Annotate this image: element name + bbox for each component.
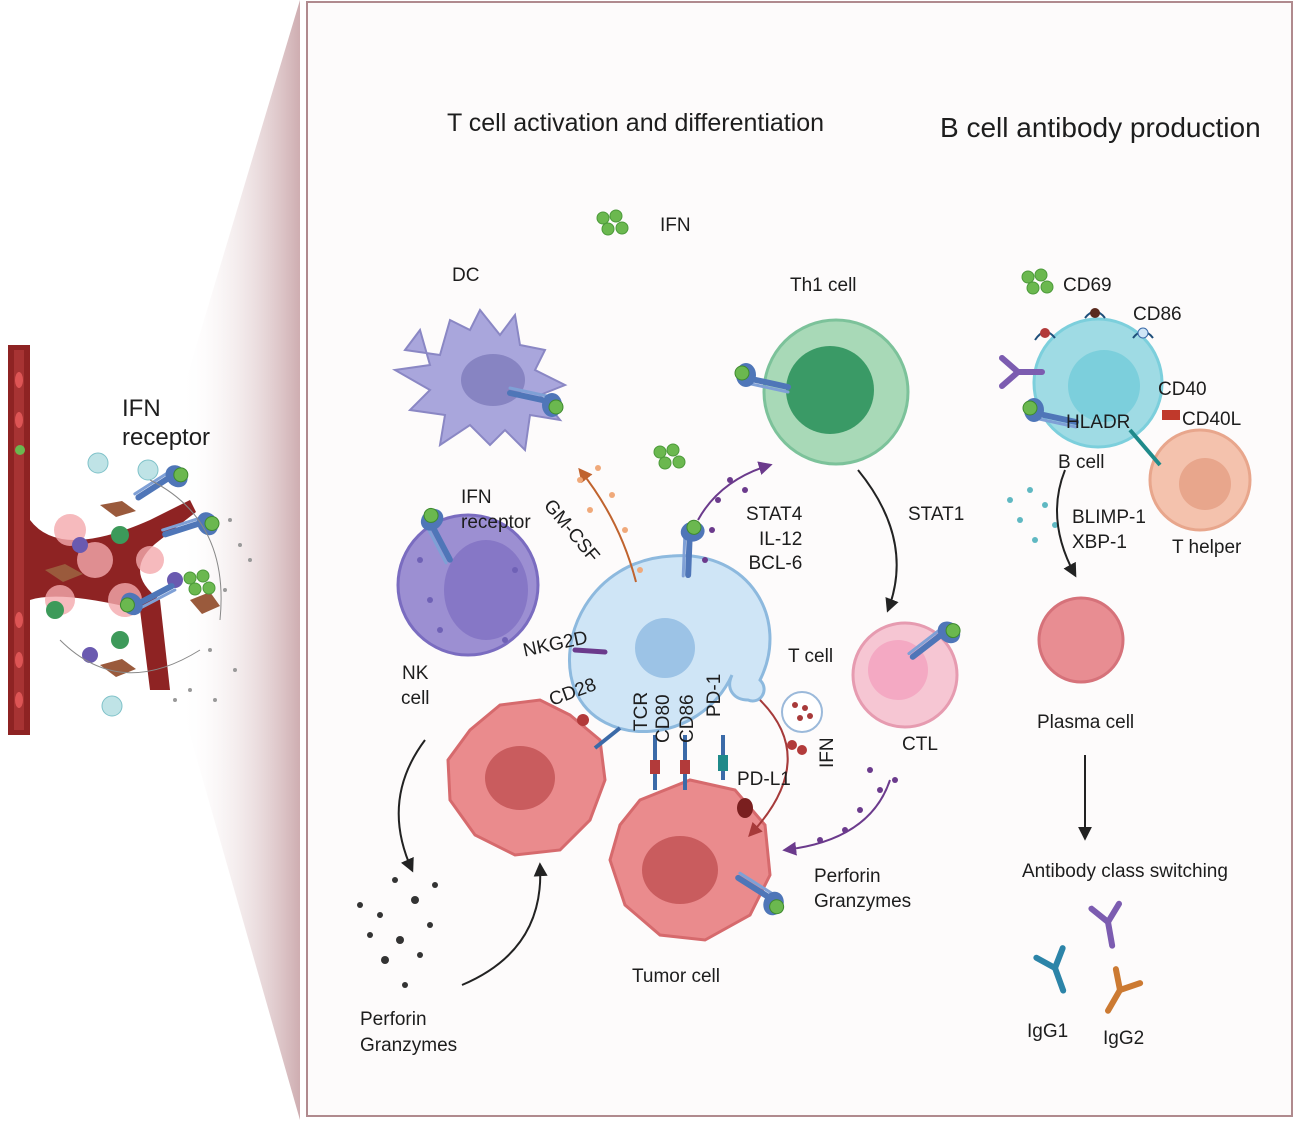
pd-l1-label: PD-L1	[737, 769, 791, 790]
bcell-dots	[1007, 487, 1058, 543]
t-helper-label: T helper	[1172, 537, 1242, 558]
b-cell-section-title: B cell antibody production	[940, 112, 1261, 143]
nk-cell	[396, 504, 540, 657]
tumor-cell-label: Tumor cell	[632, 966, 720, 987]
ifn-receptor-label: IFN receptor	[461, 487, 531, 533]
perforin-dots-left	[357, 877, 438, 988]
cd86-bcell-label: CD86	[1133, 304, 1182, 325]
perforin-right-label: Perforin Granzymes	[814, 866, 912, 912]
blood-vessel	[8, 345, 196, 735]
perforin-return-arrow	[461, 862, 548, 986]
t-cell	[568, 519, 772, 733]
perforin-left-label: Perforin Granzymes	[360, 1009, 458, 1056]
class-switch-label: Antibody class switching	[1022, 861, 1228, 882]
gmcsf-dots	[577, 465, 643, 573]
stat4-arrow	[697, 461, 773, 521]
blimp-xbp-label: BLIMP-1 XBP-1	[1072, 507, 1146, 553]
ctl-cell	[851, 613, 965, 729]
th1-label: Th1 cell	[790, 275, 857, 296]
synapse-receptors	[577, 714, 753, 818]
zoom-fan	[180, 0, 300, 1120]
stat4-il12-bcl6-label: STAT4 IL-12 BCL-6	[746, 504, 803, 575]
stat1-arrow	[857, 469, 899, 613]
tumor-cell-bottom	[608, 778, 790, 942]
t-cell-section-title: T cell activation and differentiation	[447, 109, 825, 137]
tcr-label: TCR	[631, 691, 652, 731]
plasma-cell-label: Plasma cell	[1037, 712, 1135, 733]
nk-cell-label: NK cell	[401, 663, 430, 709]
b-cell-label: B cell	[1058, 452, 1105, 473]
tissue-cells	[45, 452, 223, 717]
pd-l1-marker	[737, 798, 753, 818]
th1-cell	[735, 318, 910, 466]
plasma-cell	[1037, 596, 1125, 684]
pd1-label: PD-1	[704, 673, 725, 717]
stat1-label: STAT1	[908, 504, 965, 525]
perforin-dots-right	[817, 767, 898, 843]
t-helper-cell	[1128, 410, 1252, 532]
t-cell-label: T cell	[788, 646, 834, 667]
ifn-vertical-label: IFN	[817, 737, 838, 768]
gmcsf-arrow	[578, 467, 637, 583]
cd80-label: CD80	[653, 694, 674, 743]
b-cell	[1002, 308, 1164, 449]
ifn-top-label: IFN	[660, 215, 691, 236]
ifn-arrow-tumor	[748, 699, 789, 838]
bcell-to-plasma-arrow	[1056, 469, 1077, 578]
igg1-label: IgG1	[1027, 1021, 1069, 1042]
dendritic-cell	[391, 308, 568, 453]
cd40l-label: CD40L	[1182, 409, 1242, 430]
cd86-label: CD86	[677, 694, 698, 743]
stat4-dots	[702, 477, 748, 563]
igg2-label: IgG2	[1103, 1028, 1145, 1049]
nk-perforin-arrow	[397, 739, 426, 873]
dc-label: DC	[452, 265, 480, 286]
tumor-cell-left	[446, 698, 607, 857]
cd40-label: CD40	[1158, 379, 1207, 400]
cd69-label: CD69	[1063, 275, 1112, 296]
left-ifn-receptor-label: IFN receptor	[122, 395, 211, 451]
hladr-label: HLADR	[1066, 412, 1131, 433]
perforin-arrow-right	[782, 779, 891, 856]
ifn-vesicle	[781, 691, 823, 755]
ctl-label: CTL	[902, 734, 938, 755]
scatter-dots-left	[173, 518, 252, 702]
